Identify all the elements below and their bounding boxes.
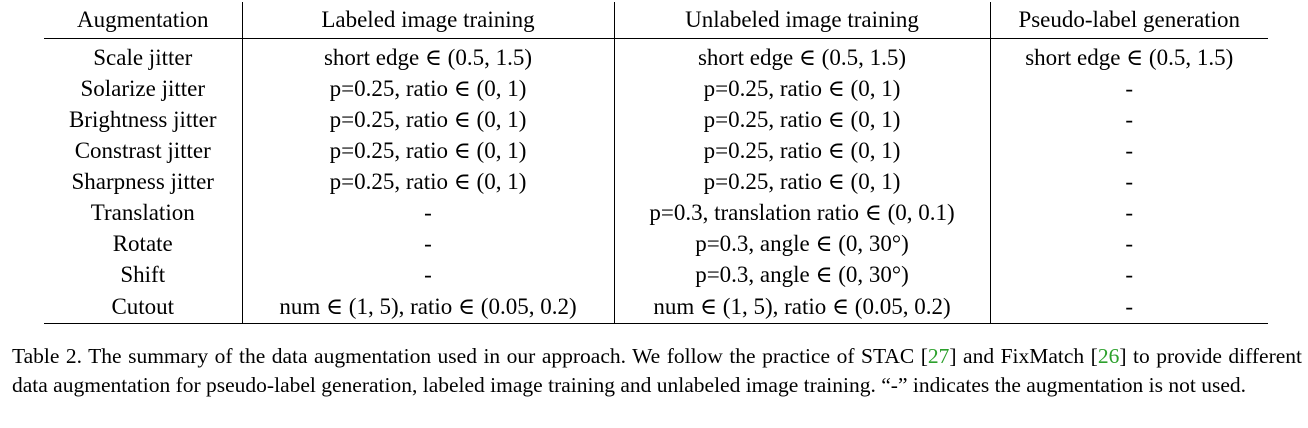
augmentation-name-cell: Shift [120,261,166,287]
table-cell: p=0.25, ratio ∈ (0, 1) [241,72,614,104]
caption-text-part-2: ] and FixMatch [ [949,344,1098,368]
table-row: Shift -p=0.3, angle ∈ (0, 30°)- [44,258,1268,290]
caption-text-part-1: The summary of the data augmentation use… [88,344,928,368]
table-cell: short edge ∈ (0.5, 1.5) [241,38,614,73]
augmentation-name-cell: Constrast jitter [74,137,211,163]
table-cell: - [989,134,1268,166]
augmentation-table-container: Augmentation Labeled image training Unla… [44,2,1268,324]
table-cell: - [989,103,1268,135]
table-cell: - [989,227,1268,259]
table-row: Rotate -p=0.3, angle ∈ (0, 30°)- [44,227,1268,259]
table-cell: short edge ∈ (0.5, 1.5) [613,38,990,73]
augmentation-table: Augmentation Labeled image training Unla… [44,2,1268,324]
table-cell: p=0.25, ratio ∈ (0, 1) [241,134,614,166]
table-header-row: Augmentation Labeled image training Unla… [44,2,1268,39]
caption-text-part-3: ] to provide different data augmentation… [12,344,1302,397]
table-cell: - [989,72,1268,104]
table-cell: - [241,196,614,228]
table-cell: p=0.25, ratio ∈ (0, 1) [613,165,990,197]
table-cell: - [989,165,1268,197]
table-cell: - [241,258,614,290]
augmentation-name-cell: Scale jitter [93,44,193,70]
table-cell: - [989,196,1268,228]
table-cell: - [989,258,1268,290]
augmentation-name-cell: Cutout [44,289,242,324]
table-caption: Table 2. The summary of the data augment… [12,342,1302,400]
citation-link-stac[interactable]: 27 [927,344,950,368]
header-augmentation: Augmentation [44,2,242,39]
table-cell: - [989,289,1268,324]
augmentation-name-cell: Brightness jitter [68,106,217,132]
table-row: Translation -p=0.3, translation ratio ∈ (… [44,196,1268,228]
header-pseudo-label-generation: Pseudo-label generation [989,2,1268,39]
table-cell: p=0.3, angle ∈ (0, 30°) [613,258,990,290]
table-cell: short edge ∈ (0.5, 1.5) [989,38,1268,73]
table-row: Constrast jitter p=0.25, ratio ∈ (0, 1)p=… [44,134,1268,166]
augmentation-name-cell: Translation [90,199,195,225]
table-cell: num ∈ (1, 5), ratio ∈ (0.05, 0.2) [613,289,990,324]
augmentation-name-cell: Solarize jitter [80,75,206,101]
caption-label: Table 2. [12,344,83,368]
table-cell: p=0.25, ratio ∈ (0, 1) [613,134,990,166]
augmentation-name-cell: Rotate [112,230,173,256]
table-cell: p=0.3, angle ∈ (0, 30°) [613,227,990,259]
citation-link-fixmatch[interactable]: 26 [1097,344,1120,368]
table-cell: p=0.25, ratio ∈ (0, 1) [613,103,990,135]
header-labeled-image-training: Labeled image training [241,2,614,39]
header-unlabeled-image-training: Unlabeled image training [613,2,990,39]
table-cell: p=0.3, translation ratio ∈ (0, 0.1) [613,196,990,228]
table-cell: - [241,227,614,259]
table-cell: p=0.25, ratio ∈ (0, 1) [241,103,614,135]
table-cell: p=0.25, ratio ∈ (0, 1) [241,165,614,197]
table-cell: num ∈ (1, 5), ratio ∈ (0.05, 0.2) [241,289,614,324]
augmentation-name-cell: Sharpness jitter [71,168,214,194]
table-row: Sharpness jitter p=0.25, ratio ∈ (0, 1)p=… [44,165,1268,197]
table-row: Brightness jitter p=0.25, ratio ∈ (0, 1)p… [44,103,1268,135]
table-cell: p=0.25, ratio ∈ (0, 1) [613,72,990,104]
table-row: Solarize jitter p=0.25, ratio ∈ (0, 1)p=0… [44,72,1268,104]
